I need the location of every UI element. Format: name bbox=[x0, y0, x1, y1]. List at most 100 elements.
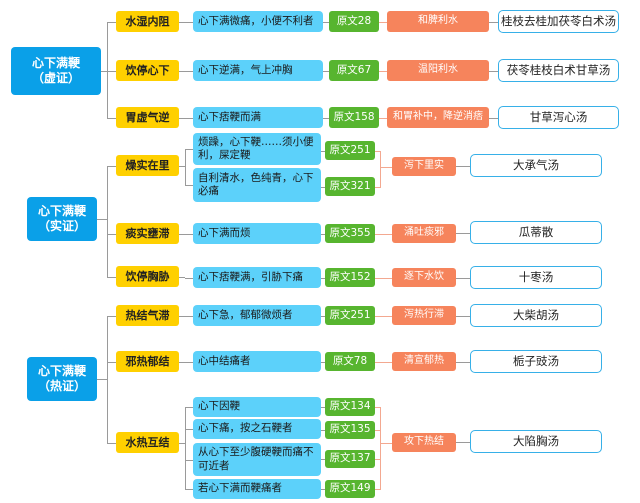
connector-line bbox=[185, 407, 186, 490]
connector-line bbox=[321, 233, 325, 235]
formula-box: 栀子豉汤 bbox=[470, 350, 602, 373]
connector-line bbox=[185, 429, 193, 430]
connector-line bbox=[185, 149, 186, 186]
connector-line bbox=[321, 361, 325, 363]
connector-line bbox=[185, 21, 193, 23]
source-tag: 原文78 bbox=[325, 352, 375, 371]
symptom-text: 自利清水，色纯青，心下 必痛 bbox=[193, 168, 321, 202]
symptom-text: 心下痞鞕满，引胁下痛 bbox=[193, 267, 321, 288]
connector-line bbox=[379, 21, 387, 23]
symptom-text: 心下痛，按之石鞕者 bbox=[193, 419, 321, 439]
formula-box: 大承气汤 bbox=[470, 154, 602, 177]
connector-line bbox=[107, 70, 116, 72]
connector-line bbox=[107, 361, 116, 363]
connector-line bbox=[185, 489, 193, 490]
category-node: 心下满鞕 （实证） bbox=[27, 197, 97, 241]
connector-line bbox=[375, 361, 392, 363]
connector-line bbox=[107, 21, 108, 119]
symptom-text: 心下满微痛，小便不利者 bbox=[193, 11, 323, 32]
connector-line bbox=[107, 276, 116, 278]
connector-line bbox=[321, 277, 325, 279]
pattern-node: 痰实壅滞 bbox=[116, 223, 179, 244]
formula-box: 桂枝去桂加茯苓白术汤 bbox=[498, 10, 619, 33]
connector-line bbox=[107, 165, 108, 278]
formula-box: 十枣汤 bbox=[470, 266, 602, 289]
connector-line bbox=[375, 186, 380, 188]
source-tag: 原文134 bbox=[325, 398, 375, 416]
connector-line bbox=[179, 233, 185, 235]
connector-line bbox=[107, 21, 116, 23]
connector-line bbox=[321, 150, 325, 152]
treatment-method: 和胃补中，降逆消痞 bbox=[387, 107, 489, 128]
source-tag: 原文67 bbox=[329, 60, 379, 81]
source-tag: 原文158 bbox=[329, 107, 379, 128]
connector-line bbox=[107, 442, 116, 444]
connector-line bbox=[380, 150, 381, 188]
source-tag: 原文149 bbox=[325, 480, 375, 498]
symptom-text: 从心下至少腹硬鞕而痛不 可近者 bbox=[193, 443, 321, 476]
formula-box: 瓜蒂散 bbox=[470, 221, 602, 244]
connector-line bbox=[321, 407, 325, 408]
source-tag: 原文152 bbox=[325, 268, 375, 287]
pattern-node: 胃虚气逆 bbox=[116, 107, 179, 128]
connector-line bbox=[179, 361, 185, 363]
connector-line bbox=[379, 70, 387, 72]
source-tag: 原文137 bbox=[325, 450, 375, 468]
connector-line bbox=[456, 165, 470, 167]
connector-line bbox=[323, 117, 329, 119]
connector-line bbox=[185, 70, 193, 72]
category-node: 心下满鞕 （虚证） bbox=[11, 47, 101, 95]
connector-line bbox=[375, 150, 380, 152]
symptom-text: 心中结痛者 bbox=[193, 351, 321, 372]
connector-line bbox=[179, 117, 185, 119]
connector-line bbox=[321, 315, 325, 317]
connector-line bbox=[185, 185, 193, 186]
connector-line bbox=[321, 186, 325, 188]
connector-line bbox=[489, 21, 498, 23]
connector-line bbox=[489, 70, 498, 72]
symptom-text: 烦躁，心下鞕……须小便 利，屎定鞕 bbox=[193, 133, 321, 165]
connector-line bbox=[375, 233, 392, 235]
connector-line bbox=[456, 232, 470, 234]
pattern-node: 热结气滞 bbox=[116, 305, 179, 326]
pattern-node: 燥实在里 bbox=[116, 155, 179, 176]
source-tag: 原文28 bbox=[329, 11, 379, 32]
connector-line bbox=[456, 315, 470, 317]
connector-line bbox=[179, 165, 185, 167]
connector-line bbox=[107, 315, 116, 317]
connector-line bbox=[379, 117, 387, 119]
connector-line bbox=[179, 442, 185, 444]
connector-line bbox=[456, 361, 470, 363]
connector-line bbox=[375, 277, 392, 279]
connector-line bbox=[456, 277, 470, 279]
connector-line bbox=[321, 489, 325, 490]
connector-line bbox=[323, 21, 329, 23]
formula-box: 大陷胸汤 bbox=[470, 430, 602, 453]
connector-line bbox=[380, 407, 381, 490]
connector-line bbox=[179, 70, 185, 72]
connector-line bbox=[97, 219, 107, 220]
symptom-text: 心下痞鞕而满 bbox=[193, 107, 323, 128]
treatment-method: 温阳利水 bbox=[387, 60, 489, 81]
connector-line bbox=[107, 233, 116, 235]
connector-line bbox=[375, 459, 380, 460]
connector-line bbox=[185, 407, 193, 408]
symptom-text: 心下逆满，气上冲胸 bbox=[193, 60, 323, 81]
connector-line bbox=[375, 407, 380, 408]
connector-line bbox=[456, 441, 470, 443]
connector-line bbox=[107, 117, 116, 119]
pattern-node: 饮停胸胁 bbox=[116, 266, 179, 287]
connector-line bbox=[375, 315, 392, 317]
source-tag: 原文251 bbox=[325, 306, 375, 325]
source-tag: 原文135 bbox=[325, 421, 375, 439]
symptom-text: 心下因鞕 bbox=[193, 397, 321, 417]
pattern-node: 邪热郁结 bbox=[116, 351, 179, 372]
pattern-node: 水湿内阻 bbox=[116, 11, 179, 32]
treatment-method: 泻下里实 bbox=[392, 157, 456, 176]
treatment-method: 攻下热结 bbox=[392, 433, 456, 452]
connector-line bbox=[101, 71, 107, 72]
pattern-node: 饮停心下 bbox=[116, 60, 179, 81]
connector-line bbox=[323, 70, 329, 72]
treatment-method: 和脾利水 bbox=[387, 11, 489, 32]
